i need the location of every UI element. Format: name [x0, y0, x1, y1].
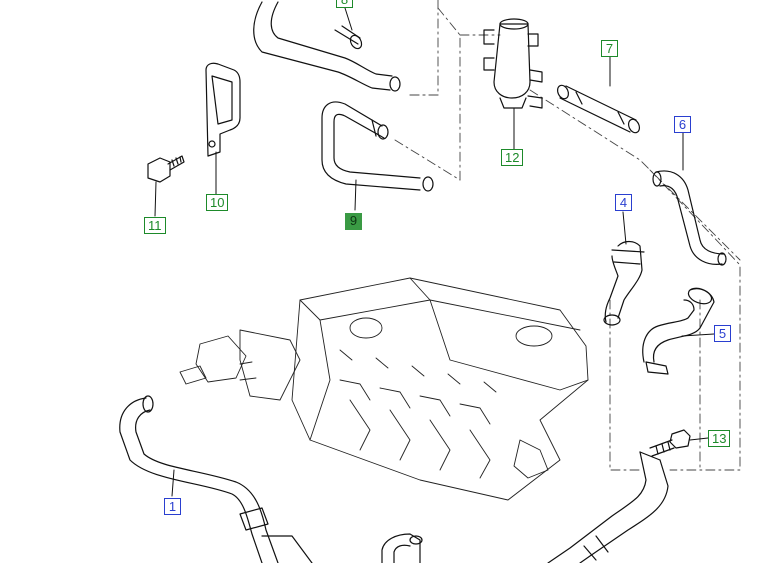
hose-part-5[interactable]	[642, 285, 715, 375]
hose-part-1[interactable]	[119, 395, 313, 563]
callout-1[interactable]: 1	[164, 498, 181, 515]
callout-13[interactable]: 13	[708, 430, 731, 447]
callout-5[interactable]: 5	[714, 325, 731, 342]
pipe-part-7[interactable]	[556, 84, 642, 135]
hose-part-9[interactable]	[321, 101, 434, 192]
hose-part-6[interactable]	[652, 170, 727, 266]
callout-8[interactable]: 8	[336, 0, 353, 8]
bolt-part-11[interactable]	[147, 155, 185, 183]
hose-bottom-center[interactable]	[381, 533, 423, 563]
valve-part-12[interactable]	[483, 18, 543, 109]
callout-4[interactable]: 4	[615, 194, 632, 211]
callout-11[interactable]: 11	[144, 217, 166, 234]
callout-7[interactable]: 7	[601, 40, 618, 57]
callout-9[interactable]: 9	[345, 213, 362, 230]
dashed-guide-lines	[394, 0, 741, 471]
callout-6[interactable]: 6	[674, 116, 691, 133]
hose-part-8[interactable]	[253, 1, 401, 92]
engine-block	[179, 277, 589, 501]
callout-10[interactable]: 10	[206, 194, 229, 211]
hose-part-4[interactable]	[603, 240, 645, 326]
bolt-part-13[interactable]	[649, 429, 691, 457]
hose-bottom-right[interactable]	[547, 451, 669, 563]
leader-lines	[154, 7, 715, 497]
bracket-part-10[interactable]	[205, 62, 241, 157]
callout-12[interactable]: 12	[501, 149, 524, 166]
